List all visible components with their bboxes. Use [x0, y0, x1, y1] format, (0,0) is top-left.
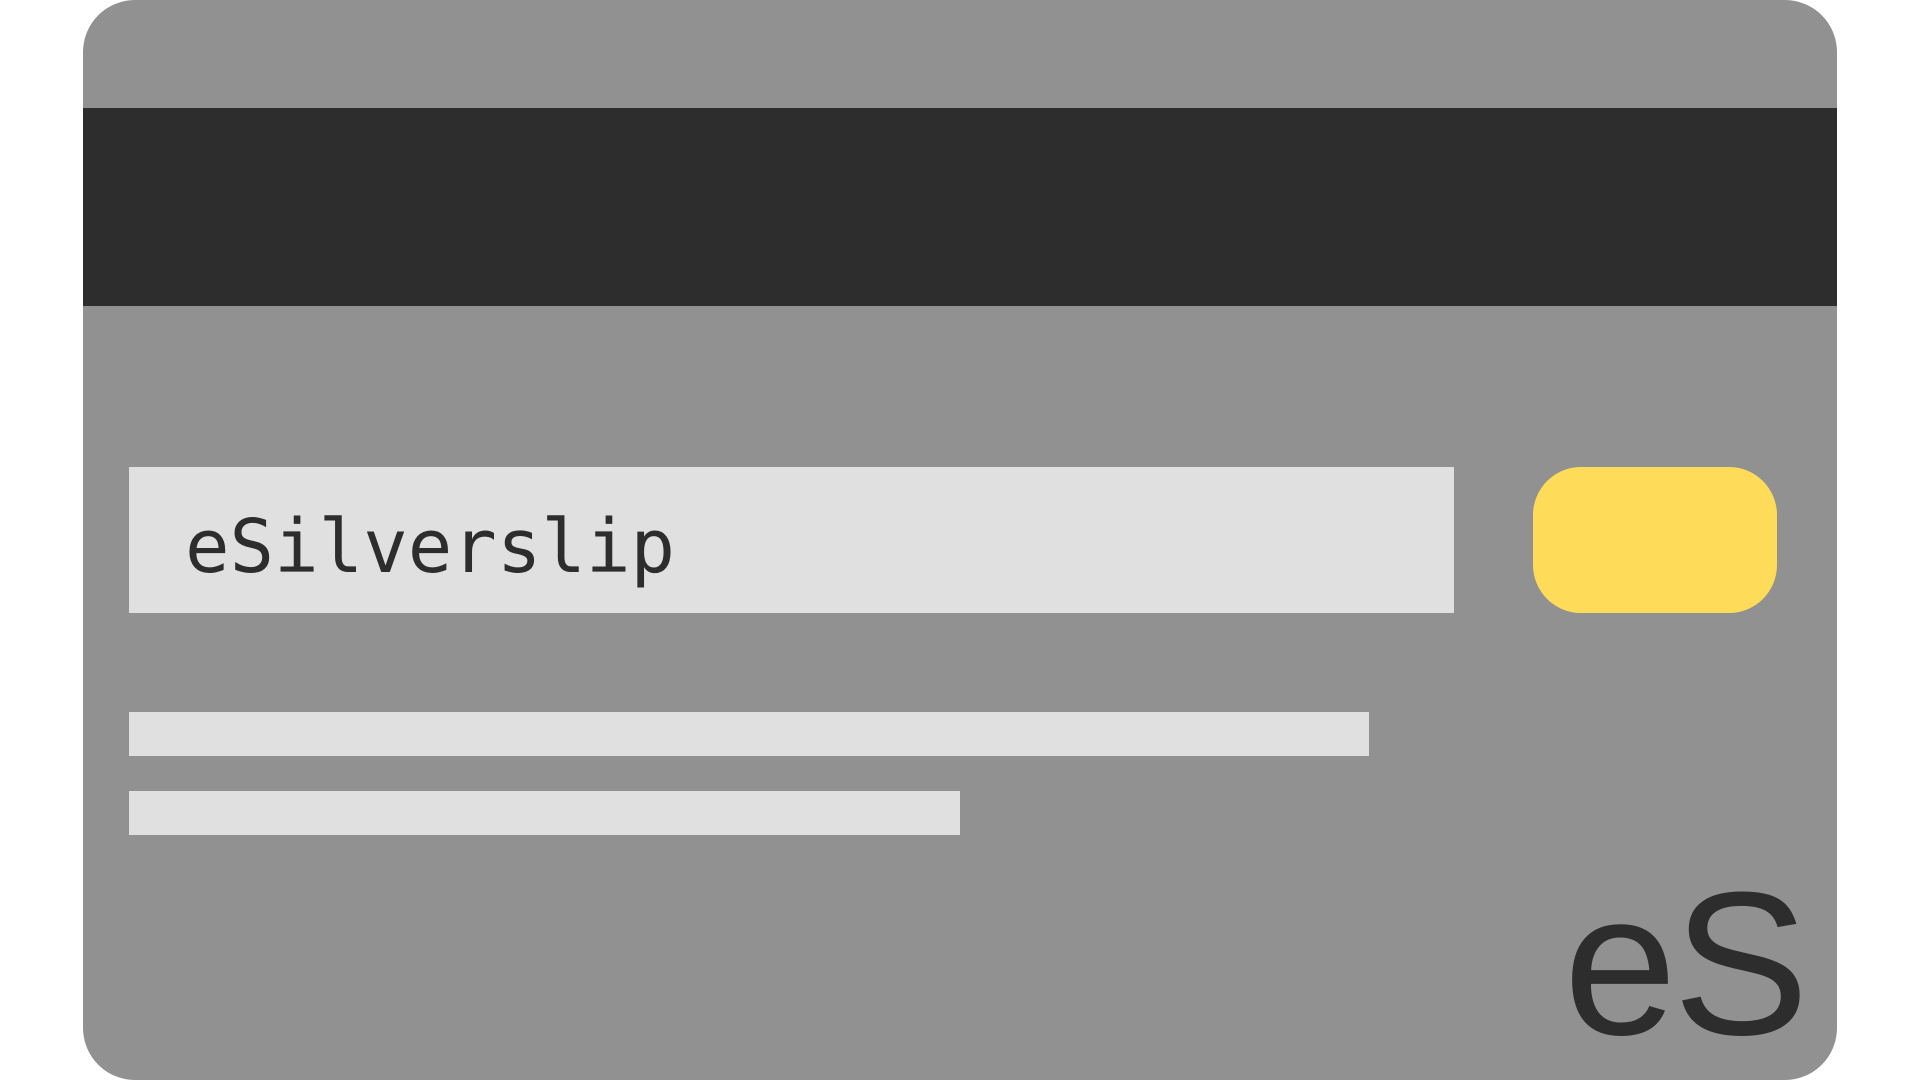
card-info-line-1: [129, 712, 1369, 756]
signature-name: eSilverslip: [185, 504, 676, 590]
magnetic-stripe: [83, 108, 1837, 306]
signature-panel: eSilverslip: [129, 467, 1454, 613]
chip-icon: [1533, 467, 1777, 613]
payment-card-back: eSilverslip eS: [83, 0, 1837, 1080]
card-info-line-2: [129, 791, 960, 835]
brand-logo: eS: [1563, 850, 1809, 1078]
